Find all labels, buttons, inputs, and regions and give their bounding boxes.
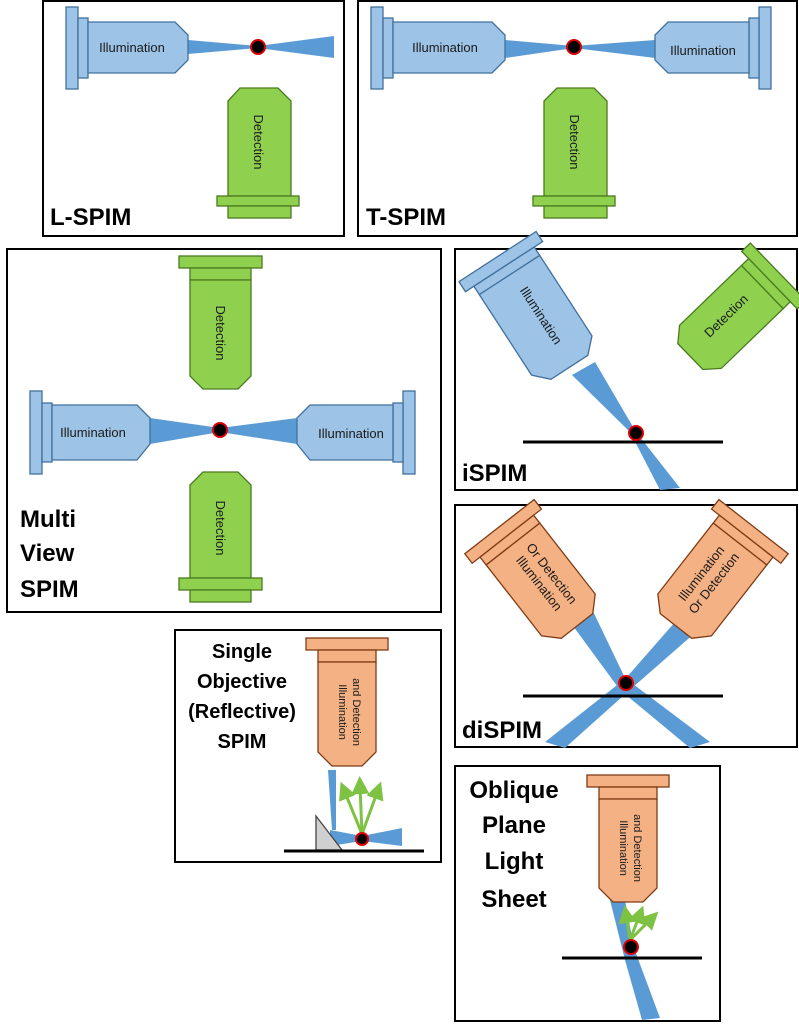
panel-title-line: Multi: [20, 506, 76, 533]
panel-title: diSPIM: [462, 717, 542, 744]
light-sheet-beam: [565, 605, 710, 748]
sample-dot: [212, 422, 228, 438]
illumination-objective-right: Illumination: [296, 390, 416, 475]
objective-label-line: Illumination: [336, 684, 348, 740]
detection-label: Detection: [213, 501, 228, 556]
objective-label-line: Illumination: [617, 820, 629, 876]
detection-label: Detection: [251, 115, 266, 170]
panel-l-spim: Illumination Detection L-SPIM: [42, 0, 345, 237]
panel-dispim: Illumination Or Detection Illumination O…: [454, 498, 798, 748]
objective-label-line: and Detection: [350, 678, 362, 746]
panel-title-line: Sheet: [481, 886, 546, 913]
illumination-objective-right: Illumination: [654, 6, 772, 90]
sample-dot: [628, 425, 644, 441]
light-sheet-beam: [505, 40, 655, 58]
panel-title-line: Oblique: [469, 777, 558, 804]
detection-label: Detection: [213, 306, 228, 361]
panel-title-line: (Reflective): [188, 701, 296, 723]
panel-title-line: SPIM: [218, 731, 267, 753]
light-sheet-beam: [572, 362, 680, 490]
illumination-label: Illumination: [670, 43, 736, 58]
sample-dot: [355, 832, 369, 846]
objective-left: Illumination Or Detection: [463, 498, 596, 639]
illumination-beam: [328, 770, 336, 830]
panel-title-line: View: [20, 540, 75, 567]
panel-title-line: SPIM: [20, 576, 79, 603]
detection-objective-bottom: Detection: [178, 471, 263, 603]
sample-dot: [623, 939, 639, 955]
illumination-detection-objective: Illumination and Detection: [586, 774, 670, 903]
emission-arrows: [339, 776, 384, 835]
panel-t-spim: Illumination Illumination Detection T-SP…: [357, 0, 798, 237]
sample-dot: [618, 675, 634, 691]
emission-arrows: [618, 905, 659, 942]
sample-dot: [250, 39, 266, 55]
panel-title: L-SPIM: [50, 204, 131, 231]
illumination-objective-left: Illumination: [29, 390, 151, 475]
illumination-label: Illumination: [60, 425, 126, 440]
illumination-label: Illumination: [318, 426, 384, 441]
objective-right: Illumination Or Detection: [657, 498, 790, 639]
illumination-detection-objective: Illumination and Detection: [305, 637, 389, 767]
panel-title: iSPIM: [462, 460, 527, 487]
light-sheet-beam: [610, 900, 660, 1020]
illumination-objective-left: Illumination: [370, 6, 506, 90]
panel-title: T-SPIM: [366, 204, 446, 231]
panel-title-line: Objective: [197, 671, 287, 693]
objective-label-line: and Detection: [631, 814, 643, 882]
illumination-label: Illumination: [412, 40, 478, 55]
detection-objective: Detection: [216, 87, 300, 219]
detection-label: Detection: [567, 115, 582, 170]
panel-title-line: Light: [485, 848, 544, 875]
panel-title-line: Single: [212, 641, 272, 663]
panel-oblique-plane: Illumination and Detection Oblique Plane…: [454, 765, 721, 1022]
detection-objective: Detection: [532, 87, 616, 219]
panel-single-objective-spim: Illumination and Detection Single Object…: [174, 629, 442, 863]
sample-dot: [566, 39, 582, 55]
panel-multiview-spim: Detection Illumination Illumination Dete…: [6, 248, 442, 613]
illumination-label: Illumination: [99, 40, 165, 55]
detection-objective-top: Detection: [178, 255, 263, 390]
panel-title-line: Plane: [482, 812, 546, 839]
illumination-objective: Illumination: [65, 6, 189, 90]
detection-objective: Detection: [677, 242, 799, 371]
panel-ispim: Illumination Detection iSPIM: [454, 230, 799, 491]
illumination-objective: Illumination: [458, 230, 593, 380]
